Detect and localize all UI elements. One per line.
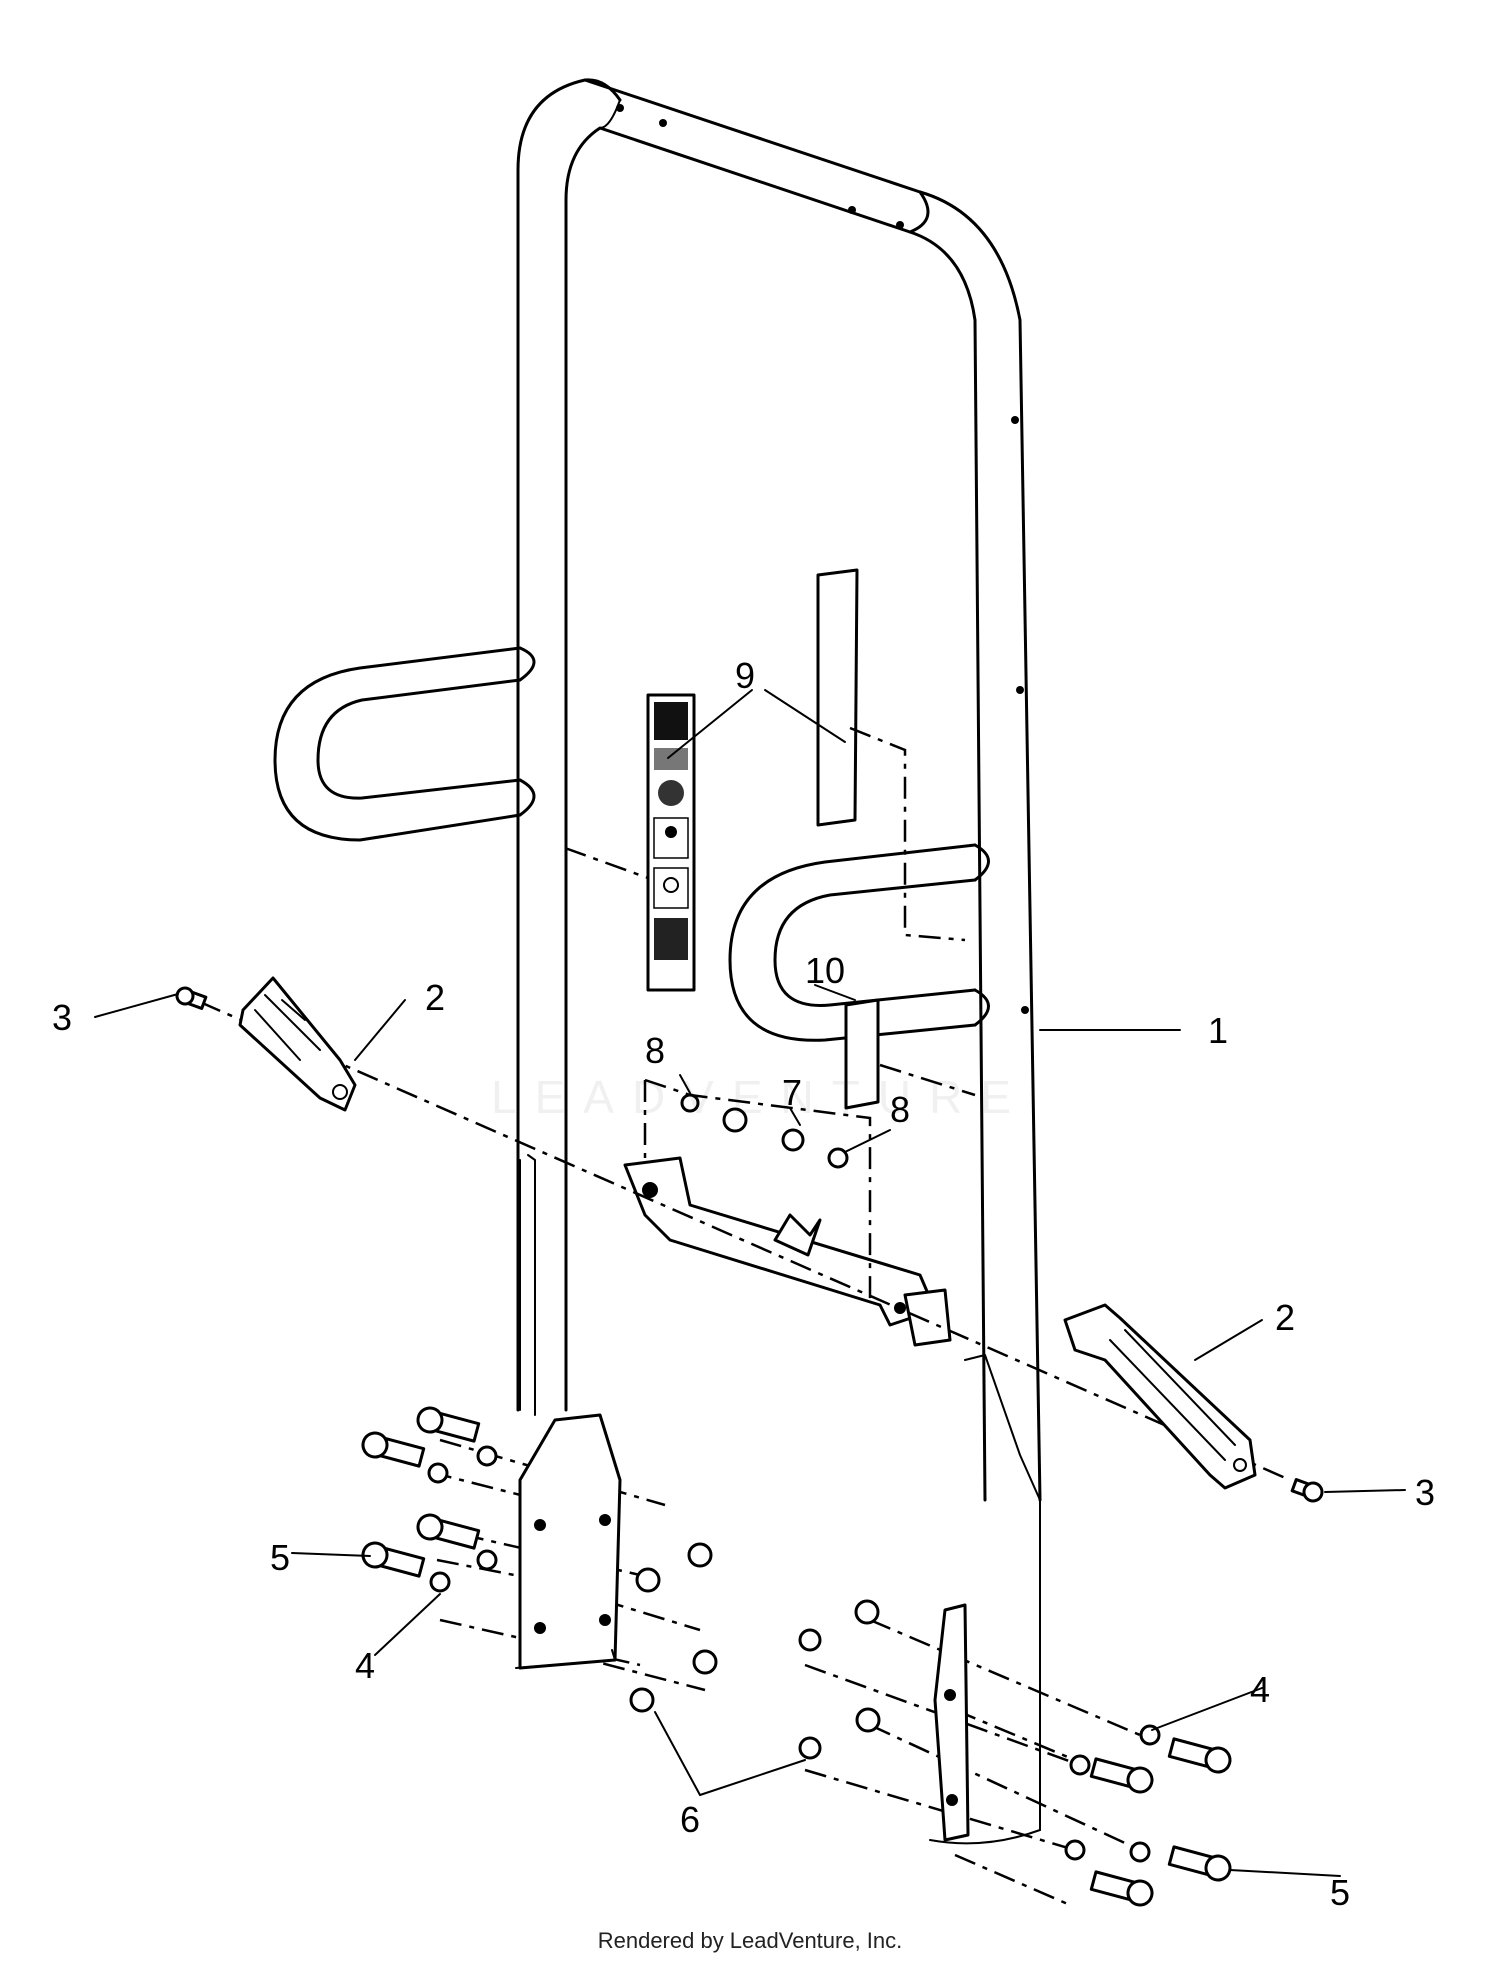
- callout-3-left: 3: [52, 997, 72, 1038]
- callout-1: 1: [1208, 1010, 1228, 1051]
- callout-4-right: 4: [1250, 1669, 1270, 1710]
- small-decal: [844, 998, 880, 1110]
- roll-bar-frame: [516, 78, 1042, 1502]
- callout-2-left: 2: [425, 977, 445, 1018]
- callout-8-upper: 8: [645, 1030, 665, 1071]
- right-mount-plate: [929, 1354, 1041, 1845]
- right-grab-handle: [728, 843, 990, 1042]
- callout-labels: 1 2 2 3 3 4 4 5 5 6 7 8 8 9 10: [52, 655, 1435, 1913]
- render-credit: Rendered by LeadVenture, Inc.: [597, 1928, 903, 1953]
- leader-lines: [94, 689, 1406, 1877]
- left-grab-handle: [273, 646, 536, 842]
- left-mount-plate: [515, 1154, 622, 1670]
- warning-decal-strip: [646, 693, 696, 992]
- callout-9: 9: [735, 655, 755, 696]
- callout-5-right: 5: [1330, 1872, 1350, 1913]
- fasteners: [175, 986, 1324, 1907]
- rectangle-decal: [816, 568, 859, 827]
- callout-7: 7: [782, 1072, 802, 1113]
- right-seat-belt-tongue: [1063, 1303, 1257, 1490]
- callout-5-left: 5: [270, 1537, 290, 1578]
- callout-2-right: 2: [1275, 1297, 1295, 1338]
- callout-8-lower: 8: [890, 1089, 910, 1130]
- callout-3-right: 3: [1415, 1472, 1435, 1513]
- callout-4-left: 4: [355, 1645, 375, 1686]
- lower-bracket: [623, 1156, 952, 1347]
- left-seat-belt-buckle: [238, 976, 357, 1112]
- callout-6: 6: [680, 1799, 700, 1840]
- callout-10: 10: [805, 950, 845, 991]
